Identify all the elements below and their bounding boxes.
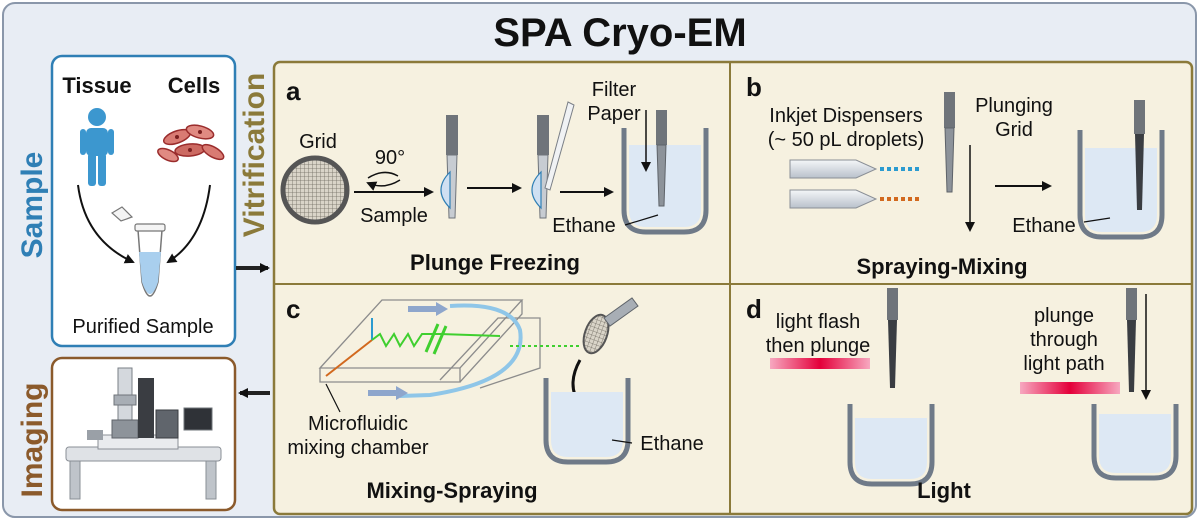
- inkjet-nozzle-2: [789, 189, 878, 209]
- caption-mixing-spraying: Mixing-Spraying: [366, 478, 537, 503]
- panel-c: c Microfluidic mixing chamber Ethane M: [286, 294, 704, 503]
- plunge-through-label-1: plunge: [1034, 305, 1094, 327]
- arrow-tissue-to-tube: [77, 184, 135, 264]
- inkjet-nozzle-1: [789, 159, 878, 179]
- filter-paper-label-2: Paper: [587, 103, 641, 125]
- tweezer-icon-d2: [1126, 288, 1137, 392]
- flow-arrow-bottom: [368, 386, 408, 400]
- mixing-bar-2: [432, 325, 448, 355]
- grid-label: Grid: [299, 131, 337, 153]
- ethane-cup-d2: [1091, 404, 1179, 481]
- panel-b-letter: b: [746, 72, 762, 102]
- caption-spraying-mixing: Spraying-Mixing: [856, 254, 1027, 279]
- mixing-bar-1: [424, 323, 440, 353]
- section-label-vitrification: Vitrification: [238, 73, 271, 237]
- microscope-icon: [65, 367, 222, 500]
- light-path-bar: [1020, 382, 1120, 394]
- caption-light: Light: [917, 478, 971, 503]
- cells-label: Cells: [168, 73, 221, 98]
- outlet-tube: [399, 303, 523, 398]
- mixing-channel: [371, 332, 501, 348]
- flow-arrow-top: [408, 302, 448, 316]
- ethane-cup-d1: [847, 404, 935, 487]
- purified-sample-label: Purified Sample: [72, 316, 213, 338]
- ethane-leader-a: [624, 214, 659, 226]
- dispensers-label-1: Inkjet Dispensers: [769, 105, 922, 127]
- grid-disk: [280, 155, 350, 225]
- plunging-grid-label-1: Plunging: [975, 95, 1053, 117]
- panel-a-letter: a: [286, 76, 301, 106]
- panel-d-letter: d: [746, 294, 762, 324]
- ethane-leader-b: [1083, 217, 1111, 223]
- tweezer-icon-3: [656, 110, 667, 207]
- sample-label-a: Sample: [360, 205, 428, 227]
- panel-c-letter: c: [286, 294, 300, 324]
- chamber-leader: [325, 383, 341, 413]
- section-label-sample: Sample: [16, 152, 49, 259]
- plunge-through-label-3: light path: [1023, 353, 1104, 375]
- panel-a: a Grid 90° Sample Filter Paper: [280, 76, 709, 275]
- tweezer-icon-d1: [887, 288, 898, 388]
- figure-title: SPA Cryo-EM: [493, 11, 746, 55]
- section-label-imaging: Imaging: [16, 382, 49, 497]
- light-flash-label-1: light flash: [776, 311, 861, 333]
- chip-inlet-orange: [325, 339, 373, 377]
- chamber-label-2: mixing chamber: [287, 437, 429, 459]
- ethane-label-c: Ethane: [640, 433, 703, 455]
- cells-icon: [157, 124, 225, 163]
- rotation-label: 90°: [375, 147, 405, 169]
- ethane-label-b: Ethane: [1012, 215, 1075, 237]
- vitrification-panel: [272, 60, 1194, 516]
- tweezer-icon-b: [944, 92, 955, 193]
- filter-paper-label-1: Filter: [592, 79, 637, 101]
- panel-d: d light flash then plunge plunge through…: [746, 288, 1179, 503]
- rotate-icon: [368, 171, 401, 185]
- ethane-cup-c: [543, 378, 631, 465]
- arrow-cells-to-tube: [166, 184, 211, 264]
- plunging-grid-label-2: Grid: [995, 119, 1033, 141]
- tweezer-icon-1: [440, 115, 458, 219]
- ethane-label-a: Ethane: [552, 215, 615, 237]
- sample-tube-icon: [110, 206, 166, 297]
- ethane-leader-c: [611, 439, 633, 444]
- caption-plunge-freezing: Plunge Freezing: [410, 250, 580, 275]
- tissue-label: Tissue: [62, 73, 131, 98]
- plunge-through-label-2: through: [1030, 329, 1098, 351]
- person-icon: [80, 108, 114, 186]
- microfluidic-chip: [318, 299, 541, 389]
- light-flash-bar: [770, 358, 870, 369]
- chamber-label-1: Microfluidic: [308, 413, 408, 435]
- panel-b: b Inkjet Dispensers (~ 50 pL droplets) P…: [746, 72, 1165, 279]
- light-flash-label-2: then plunge: [766, 335, 871, 357]
- tweezer-icon-2: [531, 101, 575, 219]
- dispensers-label-2: (~ 50 pL droplets): [768, 129, 925, 151]
- tweezer-icon-b2: [1134, 100, 1145, 210]
- grid-tweezer-c: [582, 297, 639, 355]
